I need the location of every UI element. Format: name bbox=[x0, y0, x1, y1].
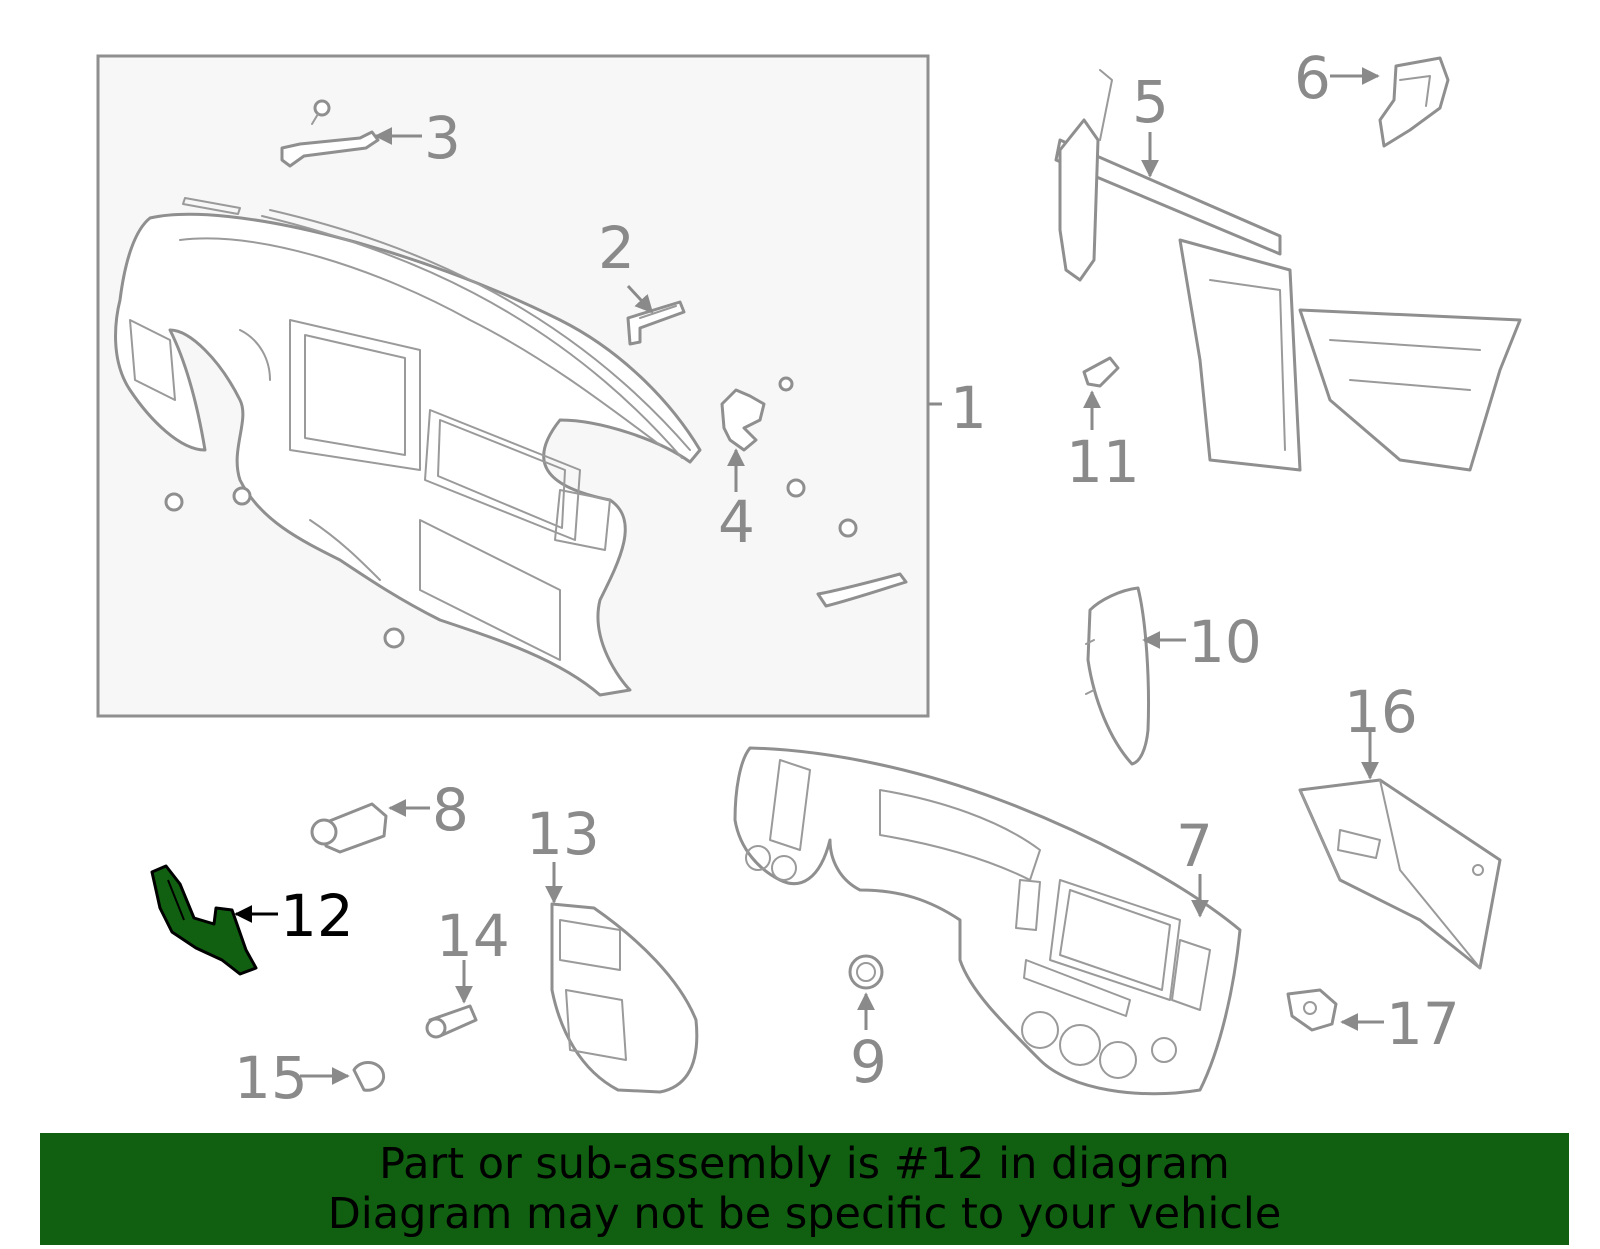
callout-16: 16 bbox=[1344, 678, 1418, 746]
callout-5: 5 bbox=[1132, 68, 1169, 136]
part-6-bracket bbox=[1378, 56, 1450, 148]
part-7-dash-bezel bbox=[733, 746, 1242, 1096]
part-8-socket bbox=[310, 802, 388, 854]
part-5-cross-beam bbox=[1054, 69, 1522, 472]
part-16-glove-box bbox=[1298, 778, 1502, 970]
part-9-switch bbox=[848, 954, 884, 990]
info-banner: Part or sub-assembly is #12 in diagram D… bbox=[40, 1133, 1569, 1245]
part-4-bracket bbox=[164, 376, 908, 649]
banner-part-message: Part or sub-assembly is #12 in diagram bbox=[379, 1139, 1230, 1189]
callout-17: 17 bbox=[1386, 990, 1460, 1058]
part-11-clip bbox=[1082, 356, 1120, 388]
callout-15: 15 bbox=[234, 1044, 308, 1112]
instrument-panel-shell bbox=[114, 197, 702, 697]
callout-1: 1 bbox=[950, 374, 987, 442]
callout-3: 3 bbox=[424, 104, 461, 172]
callout-9: 9 bbox=[850, 1028, 887, 1096]
callout-2-leader bbox=[626, 284, 654, 314]
callout-7: 7 bbox=[1176, 812, 1213, 880]
callout-4: 4 bbox=[718, 488, 755, 556]
part-14-socket bbox=[425, 1004, 478, 1039]
callout-2: 2 bbox=[598, 214, 635, 282]
callout-8: 8 bbox=[432, 776, 469, 844]
callout-14: 14 bbox=[436, 902, 510, 970]
part-10-cover bbox=[1085, 586, 1151, 766]
part-17-latch bbox=[1286, 988, 1338, 1032]
part-12-bracket-highlighted[interactable] bbox=[150, 864, 258, 976]
part-2-clip bbox=[626, 300, 686, 346]
part-15-clip bbox=[352, 1061, 385, 1092]
callout-11: 11 bbox=[1066, 428, 1140, 496]
callout-6: 6 bbox=[1294, 44, 1331, 112]
part-3-bracket bbox=[280, 99, 380, 168]
callout-12: 12 bbox=[280, 882, 354, 950]
callout-10: 10 bbox=[1188, 608, 1262, 676]
part-13-center-trim bbox=[550, 902, 699, 1094]
callout-13: 13 bbox=[526, 800, 600, 868]
banner-disclaimer: Diagram may not be specific to your vehi… bbox=[327, 1189, 1282, 1239]
